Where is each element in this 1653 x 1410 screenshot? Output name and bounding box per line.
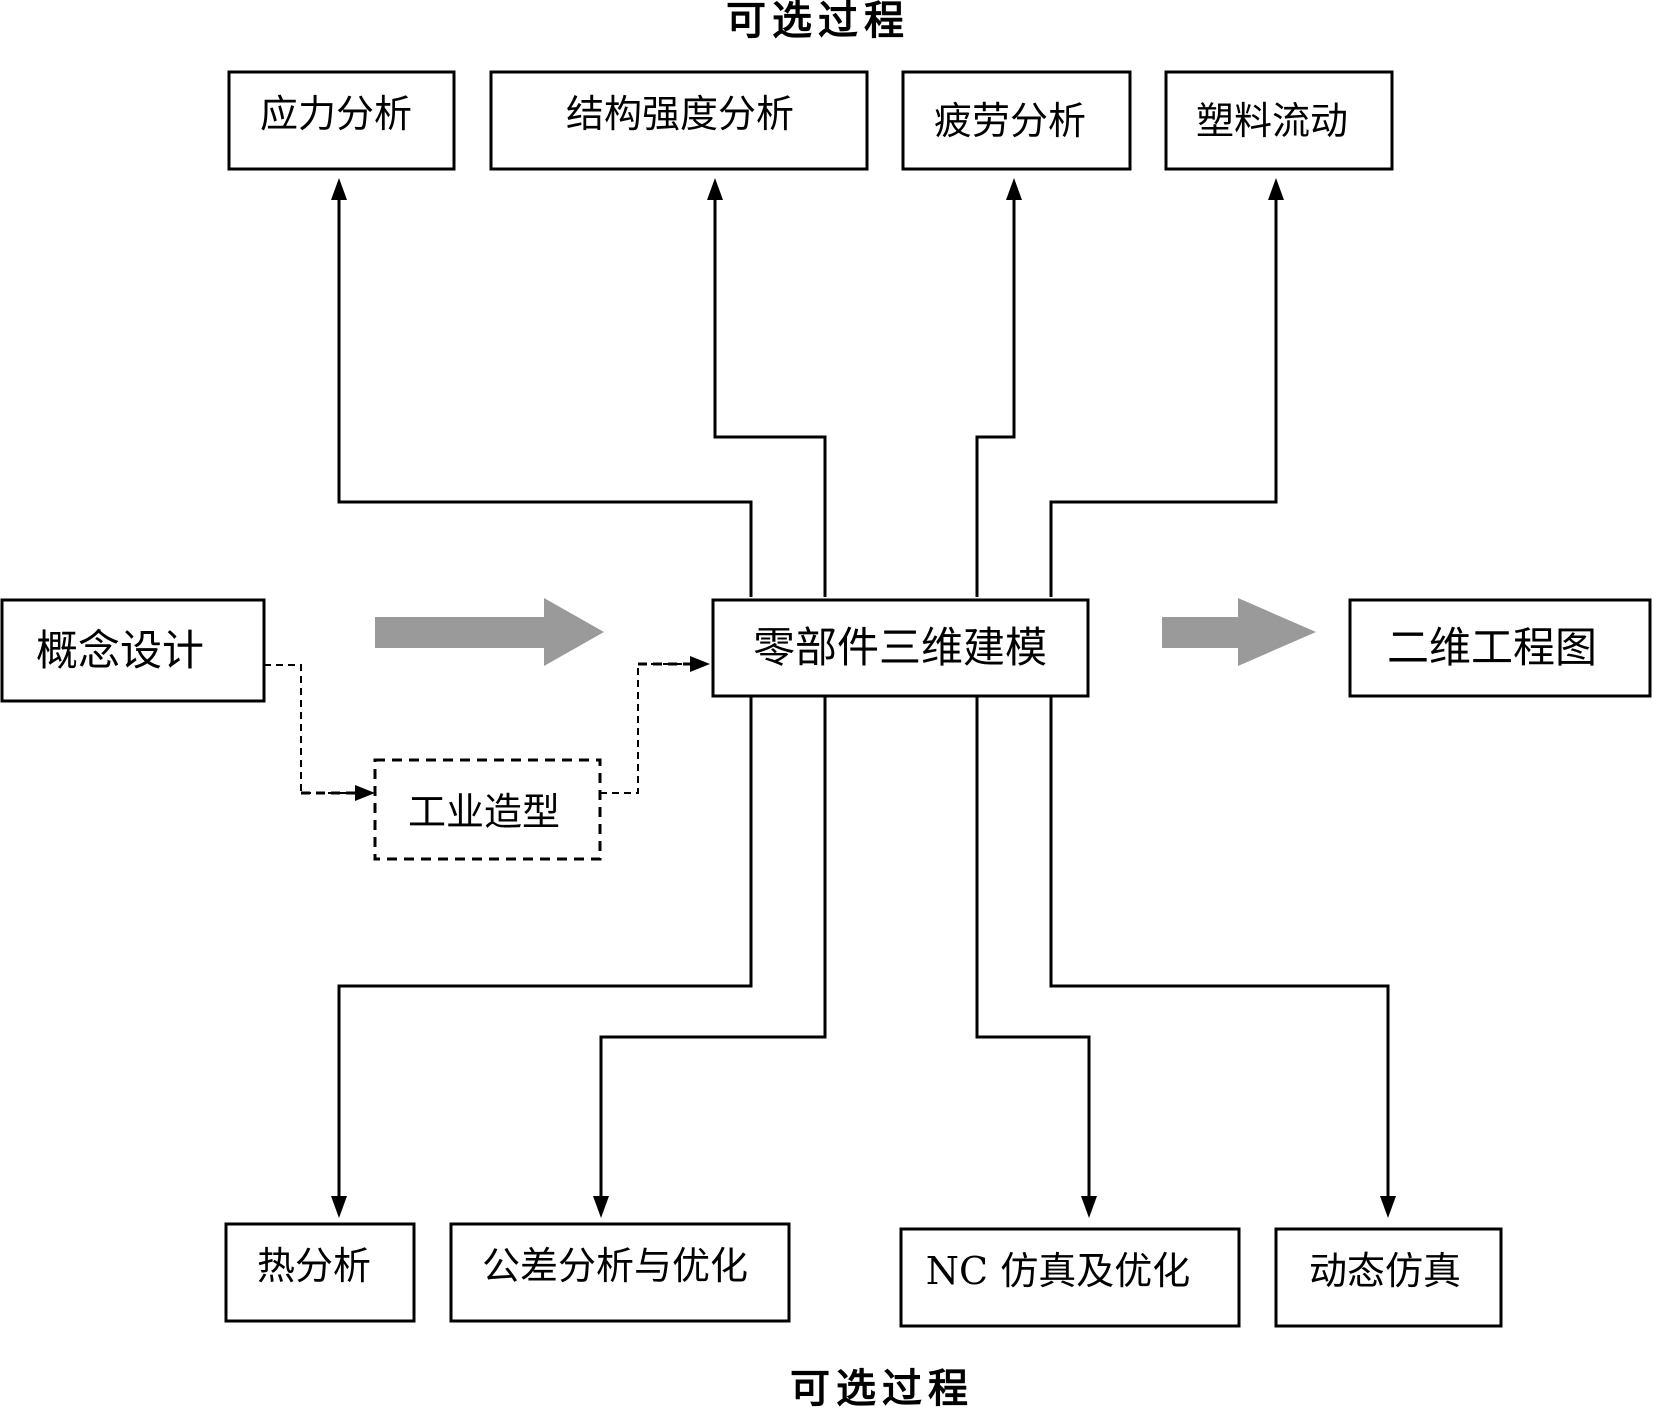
connector-to-thermal-analysis [337,696,753,1200]
connector-to-tolerance-analysis [599,696,827,1200]
bottom-process-dynamic-simulation[interactable]: 动态仿真 [1274,1227,1503,1328]
node-part-3d-modeling[interactable]: 零部件三维建模 [711,598,1090,698]
arrowhead-nc-simulation [1081,1196,1097,1218]
tolerance-analysis-label: 公差分析与优化 [482,1244,748,1288]
top-optional-heading: 可选过程 [726,0,910,44]
arrowhead-industrial-design [355,785,375,801]
concept-design-label: 概念设计 [36,626,204,675]
fatigue-analysis-label: 疲劳分析 [934,99,1086,143]
top-connectors [331,178,1284,597]
flow-arrow-to-2d-drawing [1162,598,1316,666]
arrowhead-3d-modeling-dashed [690,656,710,672]
arrowhead-stress-analysis [331,178,347,200]
node-concept-design[interactable]: 概念设计 [0,598,266,703]
nc-simulation-label: NC 仿真及优化 [926,1249,1190,1293]
arrowhead-thermal-analysis [331,1196,347,1218]
connector-to-nc-simulation [975,696,1091,1200]
bottom-process-thermal-analysis[interactable]: 热分析 [224,1222,416,1323]
industrial-design-label: 工业造型 [408,790,560,834]
top-process-plastic-flow[interactable]: 塑料流动 [1164,70,1394,171]
connector-to-plastic-flow [1049,192,1278,597]
flow-arrow-to-3d-modeling [375,598,604,666]
top-process-structural-strength[interactable]: 结构强度分析 [489,70,869,171]
bottom-process-tolerance-analysis[interactable]: 公差分析与优化 [449,1222,791,1323]
2d-drawing-label: 二维工程图 [1387,623,1597,672]
connector-to-structural-strength [713,192,827,597]
arrowhead-tolerance-analysis [593,1196,609,1218]
dashed-connector-to-3d-modeling [600,663,690,794]
industrial-design-path [264,656,710,801]
thermal-analysis-label: 热分析 [257,1244,371,1288]
bottom-process-nc-simulation[interactable]: NC 仿真及优化 [899,1227,1241,1328]
bottom-optional-heading: 可选过程 [790,1365,974,1410]
arrowhead-plastic-flow [1268,178,1284,200]
node-industrial-design[interactable]: 工业造型 [373,758,602,861]
dynamic-simulation-label: 动态仿真 [1309,1249,1461,1293]
connector-to-dynamic-simulation [1049,696,1390,1200]
arrowhead-structural-strength [707,178,723,200]
top-process-fatigue-analysis[interactable]: 疲劳分析 [901,70,1132,171]
bottom-connectors [331,696,1396,1218]
dashed-connector-to-industrial-design [264,664,355,794]
connector-to-fatigue-analysis [975,192,1016,597]
node-2d-drawing[interactable]: 二维工程图 [1348,598,1652,698]
stress-analysis-label: 应力分析 [260,92,412,136]
top-process-stress-analysis[interactable]: 应力分析 [227,70,456,171]
arrowhead-dynamic-simulation [1380,1196,1396,1218]
structural-strength-label: 结构强度分析 [566,92,794,136]
arrowhead-fatigue-analysis [1006,178,1022,200]
connector-to-stress-analysis [337,192,753,597]
plastic-flow-label: 塑料流动 [1196,99,1348,143]
part-3d-modeling-label: 零部件三维建模 [753,623,1047,672]
